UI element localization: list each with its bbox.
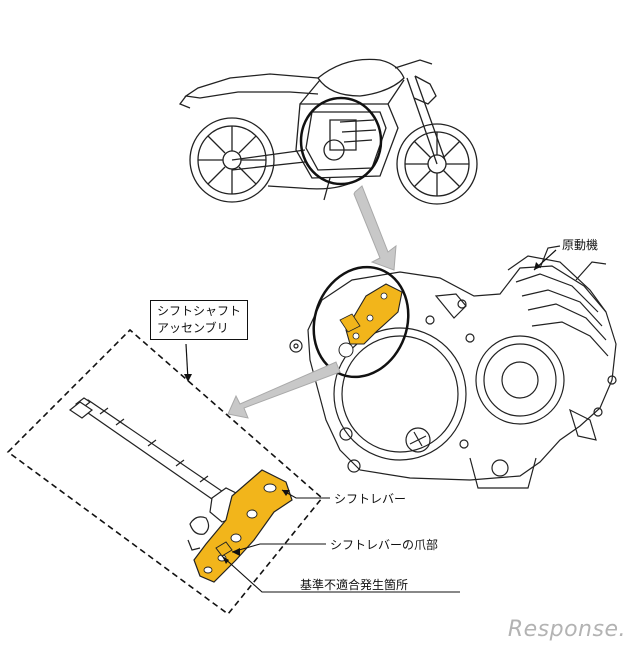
- shift-lever-part: [193, 469, 293, 583]
- nonconformity-leader: [221, 555, 460, 593]
- shift-lever-claw-part: [215, 541, 233, 557]
- shift-lever-label: シフトレバー: [334, 492, 407, 506]
- shift-lever-claw-leader: [231, 543, 326, 553]
- shift-shaft-label-line2: アッセンブリ: [157, 321, 229, 335]
- engine-shift-lever: [345, 283, 403, 345]
- callout-arrow-engine-to-assembly: [227, 361, 341, 419]
- callout-arrow-bike-to-engine: [353, 185, 397, 271]
- shift-shaft-illustration: [68, 397, 243, 551]
- response-watermark: Response.: [507, 617, 626, 642]
- bike-engine-highlight-circle: [299, 96, 383, 186]
- motorcycle-illustration: [178, 58, 478, 205]
- engine-shift-highlight-circle: [312, 265, 410, 379]
- shift-shaft-label-line1: シフトシャフト: [157, 304, 242, 318]
- nonconformity-location-label: 基準不適合発生箇所: [300, 578, 409, 592]
- shift-lever-claw-label: シフトレバーの爪部: [330, 538, 439, 552]
- engine-label: 原動機: [562, 238, 599, 252]
- engine-illustration: [289, 245, 617, 489]
- shift-shaft-dashed-box: [6, 328, 324, 616]
- shift-shaft-assembly-label: シフトシャフト アッセンブリ: [150, 300, 249, 340]
